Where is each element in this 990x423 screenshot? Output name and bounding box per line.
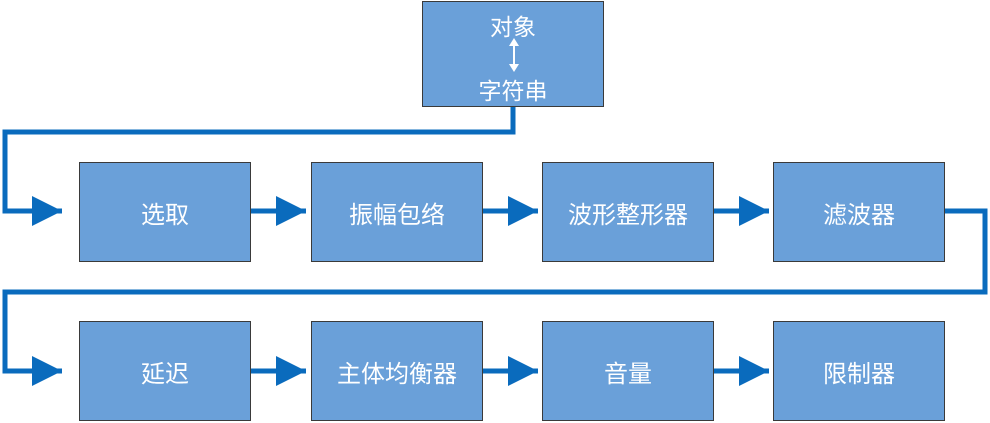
stage-box-volume: 音量 [542,321,714,421]
stage-box-main-eq: 主体均衡器 [311,321,483,421]
source-box: 对象 字符串 [422,1,604,107]
stage-box-limiter: 限制器 [773,321,945,421]
stage-box-delay: 延迟 [79,321,251,421]
double-arrow-icon [509,38,519,72]
stage-box-amplitude-envelope: 振幅包络 [311,162,483,262]
source-bottom-label: 字符串 [478,79,548,105]
stage-box-select: 选取 [79,162,251,262]
stage-box-waveshaper: 波形整形器 [542,162,714,262]
stage-box-filter: 滤波器 [773,162,945,262]
connector-row1-to-row2 [2,208,988,386]
source-top-label: 对象 [490,15,536,41]
connector-source-to-row1 [2,107,516,226]
